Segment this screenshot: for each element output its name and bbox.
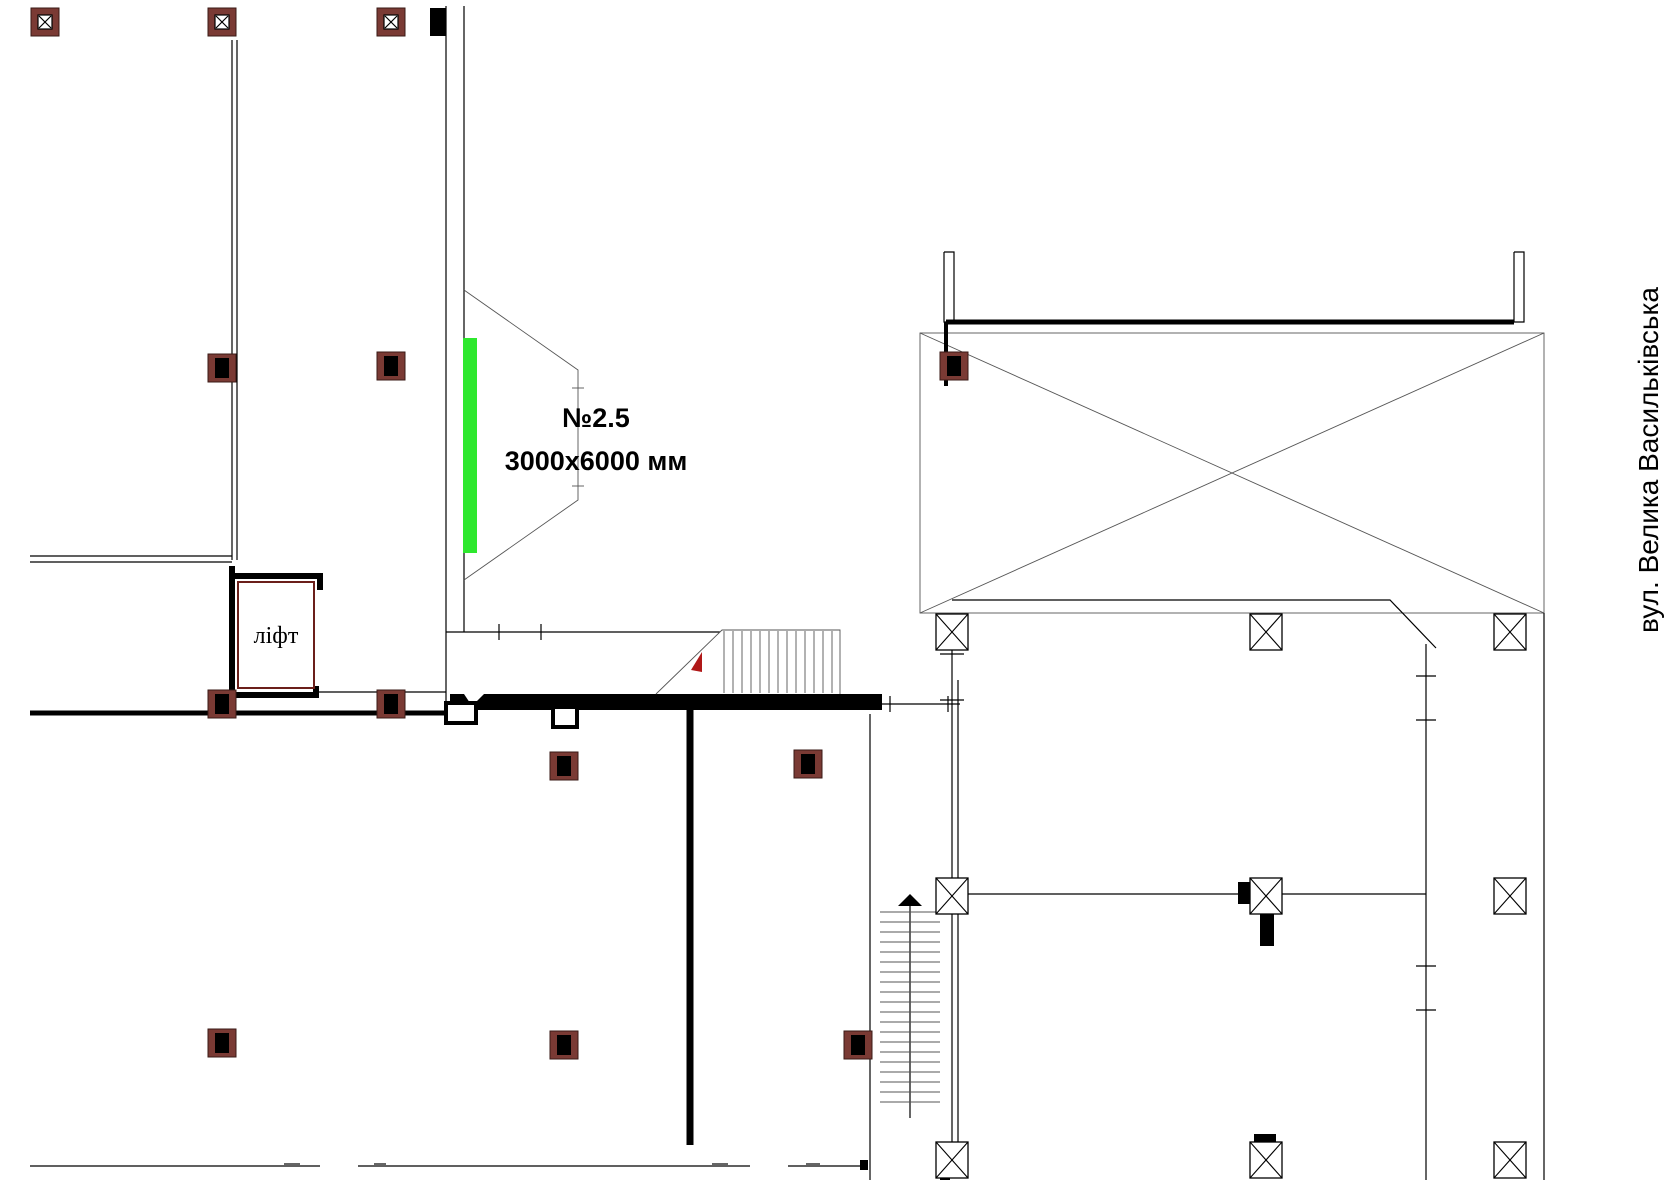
bottom-walls <box>30 1160 868 1170</box>
crossed-box-icon <box>935 1141 969 1179</box>
crossed-box-icon <box>1493 613 1527 651</box>
street-label: вул. Велика Васильківська <box>1633 287 1664 633</box>
stair-up-arrow-icon <box>898 894 922 906</box>
crossed-box-icon <box>1249 877 1283 915</box>
lower-stair <box>880 894 940 1118</box>
crossed-boxes <box>935 613 1527 1179</box>
column-square-icon <box>207 689 237 719</box>
column-square-icon <box>793 749 823 779</box>
crossed-box-icon <box>1249 613 1283 651</box>
column-square-icon <box>376 7 406 37</box>
structural-columns <box>30 7 969 1060</box>
column-square-icon <box>843 1030 873 1060</box>
column-square-icon <box>376 689 406 719</box>
billboard-marker <box>463 338 477 553</box>
column-square-icon <box>30 7 60 37</box>
lift: ліфт <box>229 566 323 698</box>
corridor-wall <box>444 680 960 1180</box>
right-grid <box>940 613 1545 1180</box>
wall-end-marker <box>430 8 446 36</box>
column-square-icon <box>376 351 406 381</box>
column-square-icon <box>207 7 237 37</box>
column-square-icon <box>549 1030 579 1060</box>
lift-label: ліфт <box>254 623 299 649</box>
crossed-box-icon <box>935 613 969 651</box>
crossed-box-icon <box>1493 1141 1527 1179</box>
left-block-walls <box>30 6 720 716</box>
billboard-2-5: №2.5 3000х6000 мм <box>463 289 688 581</box>
crossed-box-icon <box>1493 877 1527 915</box>
billboard-size: 3000х6000 мм <box>505 446 688 476</box>
column-square-icon <box>207 353 237 383</box>
crossed-box-icon <box>935 877 969 915</box>
crossed-box-icon <box>1249 1141 1283 1179</box>
void-area <box>919 251 1545 649</box>
stair-arrow-icon <box>691 652 702 672</box>
column-square-icon <box>939 351 969 381</box>
column-square-icon <box>207 1028 237 1058</box>
billboard-number: №2.5 <box>562 403 630 433</box>
upper-stair <box>655 629 841 695</box>
column-square-icon <box>549 751 579 781</box>
